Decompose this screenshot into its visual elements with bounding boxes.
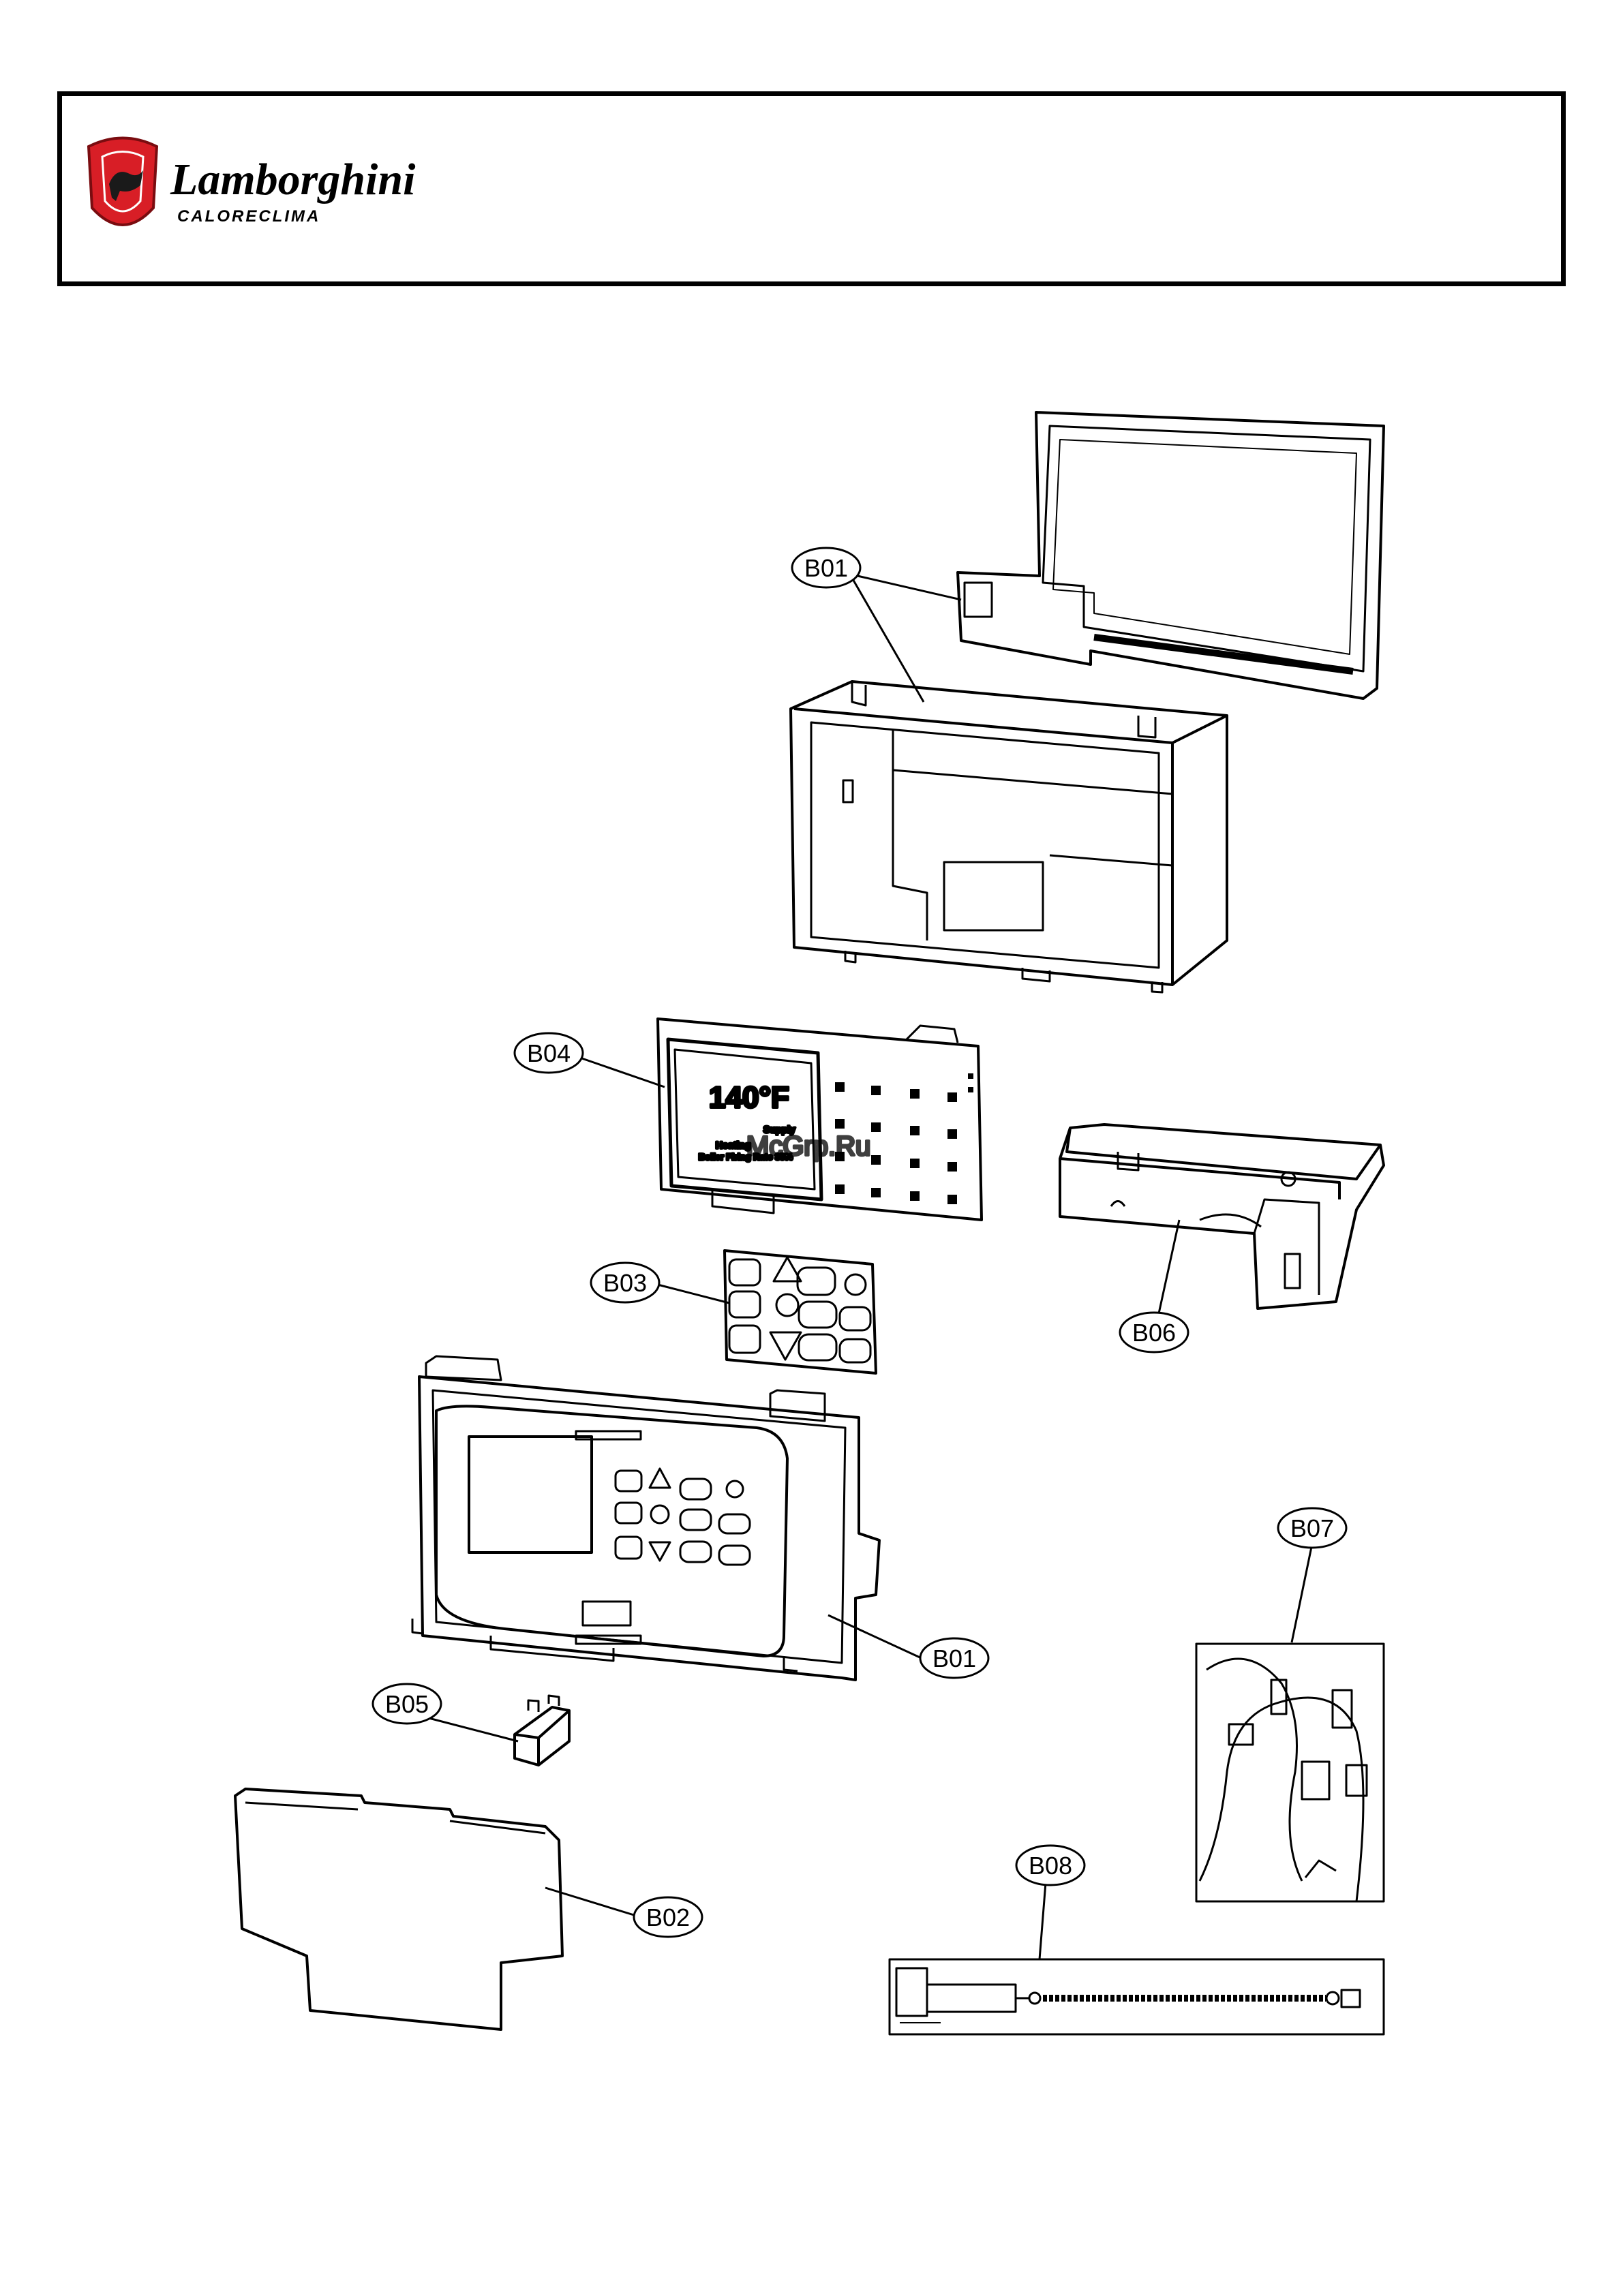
callout-b01-top: B01 bbox=[804, 554, 848, 582]
watermark: McGrp.Ru bbox=[746, 1131, 870, 1161]
callout-b01-front: B01 bbox=[932, 1644, 976, 1672]
keypad-part bbox=[725, 1251, 876, 1373]
front-cover-part bbox=[412, 1356, 879, 1680]
gasket-part bbox=[958, 412, 1384, 699]
display-temperature: 140°F bbox=[709, 1081, 789, 1114]
pcb-display-part bbox=[658, 1019, 982, 1220]
callout-b06: B06 bbox=[1132, 1319, 1176, 1347]
cover-flap-part bbox=[235, 1789, 562, 2030]
callout-b08: B08 bbox=[1029, 1852, 1072, 1880]
callout-b07: B07 bbox=[1290, 1514, 1334, 1542]
callout-b02: B02 bbox=[646, 1903, 690, 1931]
callout-b05: B05 bbox=[385, 1690, 429, 1718]
rear-housing-part bbox=[791, 682, 1227, 992]
electronic-module-part bbox=[1060, 1124, 1384, 1308]
callout-b03: B03 bbox=[603, 1269, 647, 1297]
callout-leader-lines bbox=[426, 576, 1312, 1959]
display-line-heating: Heating bbox=[716, 1139, 750, 1150]
callout-b04: B04 bbox=[527, 1039, 571, 1067]
wiring-harness-part bbox=[1196, 1644, 1384, 1901]
switch-part bbox=[515, 1696, 569, 1765]
sensor-probe-part bbox=[890, 1959, 1384, 2034]
